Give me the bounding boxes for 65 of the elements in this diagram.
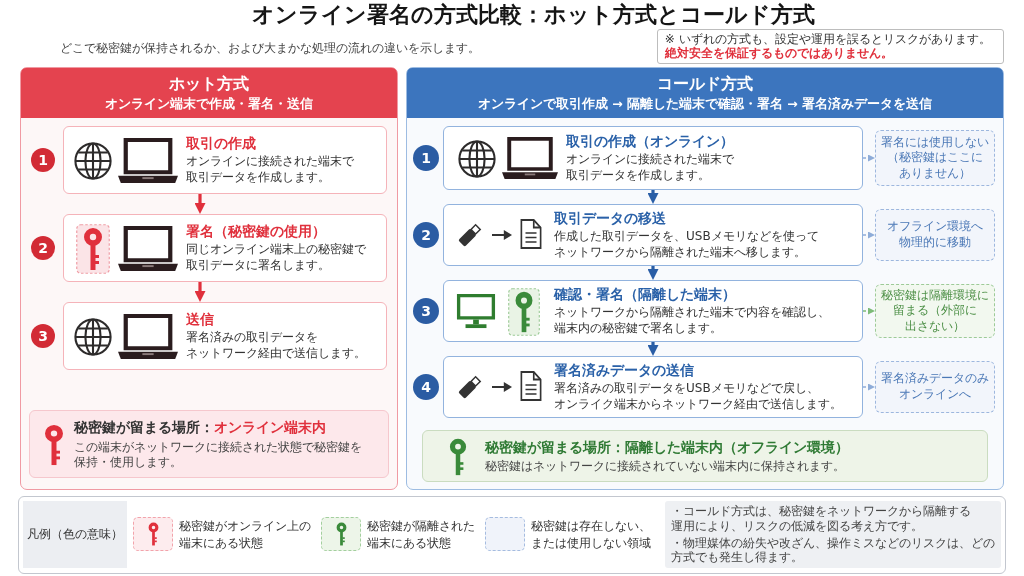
panel-subtitle: オンライン端末で作成・署名・送信 [105, 96, 313, 111]
step-title: 取引データの移送 [554, 209, 666, 226]
step-number: 2 [413, 222, 439, 248]
step-card [63, 214, 387, 282]
step-title: 署名（秘密鍵の使用） [186, 222, 326, 239]
step-card [63, 126, 387, 194]
dashed-arrow [862, 383, 875, 391]
legend-title: 凡例（色の意味） [23, 501, 127, 568]
step-card [443, 126, 863, 190]
step-title: 確認・署名（隔離した端末） [554, 285, 736, 302]
step-title: 取引の作成 [186, 134, 256, 151]
flow-arrow [194, 282, 206, 302]
method-panel [20, 67, 398, 490]
flow-arrow [647, 190, 659, 204]
dashed-arrow [862, 154, 875, 162]
step-description: 同じオンライン端末上の秘密鍵で取引データに署名します。 [186, 242, 367, 274]
key-location-box [422, 430, 988, 482]
panel-subtitle: オンラインで取引作成 → 隔離した端末で確認・署名 → 署名済みデータを送信 [477, 96, 933, 111]
key-location-heading: 秘密鍵が留まる場所：隔離した端末内（オフライン環境） [485, 439, 849, 456]
flow-arrow [647, 266, 659, 280]
step-title: 取引の作成（オンライン） [566, 132, 734, 149]
warning-note: ※ いずれの方式も、設定や運用を誤るとリスクがあります。絶対安全を保証するものではありません。 [656, 29, 1004, 64]
note-text: 署名済みデータのみオンラインへ [880, 371, 990, 403]
flow-arrow [194, 194, 206, 214]
step-description: 作成した取引データを、USBメモリなどを使ってネットワークから隔離された端末へ移します。 [554, 229, 820, 261]
legend-text: 秘密鍵がオンライン上の端末にある状態 [179, 517, 312, 552]
step-number: 1 [413, 145, 439, 171]
step-number: 2 [31, 236, 55, 260]
note-text: ・物理媒体の紛失や改ざん、操作ミスなどのリスクは、どの方式でも発生し得ます。 [671, 536, 995, 565]
step-title: 署名済みデータの送信 [554, 361, 694, 378]
key-location-description: 秘密鍵はネットワークに接続されていない端末内に保持されます。 [485, 459, 845, 475]
note-card [875, 209, 995, 261]
subtitle-text: どこで秘密鍵が保持されるか、および大まかな処理の流れの違いを示します。 [60, 40, 480, 57]
step-title: 送信 [186, 310, 214, 327]
step-number: 3 [413, 298, 439, 324]
dashed-arrow [862, 307, 875, 315]
panel-title: ホット方式 [169, 75, 249, 94]
step-number: 3 [31, 324, 55, 348]
flow-arrow [647, 342, 659, 356]
panel-title: コールド方式 [657, 75, 753, 94]
step-card [443, 280, 863, 342]
step-description: 署名済みの取引データをUSBメモリなどで戻し、オンライク端末からネットワーク経由で送信します。 [554, 381, 843, 413]
key-location-highlight: オンライン端末内 [214, 419, 326, 436]
legend-text: 秘密鍵は存在しない、または使用しない領域 [531, 517, 652, 552]
key-location-heading: 秘密鍵が留まる場所： [74, 419, 214, 436]
note-text: 秘密鍵は隔離環境に留まる（外部に出さない） [880, 287, 990, 335]
step-card [443, 204, 863, 266]
note-text: 署名には使用しない（秘密鍵はここにありません） [880, 134, 990, 182]
dashed-arrow [862, 231, 875, 239]
step-card [443, 356, 863, 418]
step-description: ネットワークから隔離された端末で内容を確認し、端末内の秘密鍵で署名します。 [554, 305, 831, 337]
step-card [63, 302, 387, 370]
key-location-box [29, 410, 389, 478]
key-location-description: この端末がネットワークに接続された状態で秘密鍵を保持・使用します。 [74, 439, 363, 471]
legend-text: 秘密鍵が隔離された端末にある状態 [367, 517, 476, 552]
step-number: 1 [31, 148, 55, 172]
step-description: オンラインに接続された端末で取引データを作成します。 [186, 154, 355, 186]
method-panel [406, 67, 1004, 490]
note-text: オフライン環境へ物理的に移動 [886, 219, 984, 251]
step-description: オンラインに接続された端末で取引データを作成します。 [566, 152, 735, 184]
note-text: ・コールド方式は、秘密鍵をネットワークから隔離する運用により、リスクの低減を図る考え方です。 [671, 504, 972, 533]
step-description: 署名済みの取引データをネットワーク経由で送信します。 [186, 330, 367, 362]
diagram-title: オンライン署名の方式比較：ホット方式とコールド方式 [250, 2, 816, 29]
note-card [875, 361, 995, 413]
step-number: 4 [413, 374, 439, 400]
